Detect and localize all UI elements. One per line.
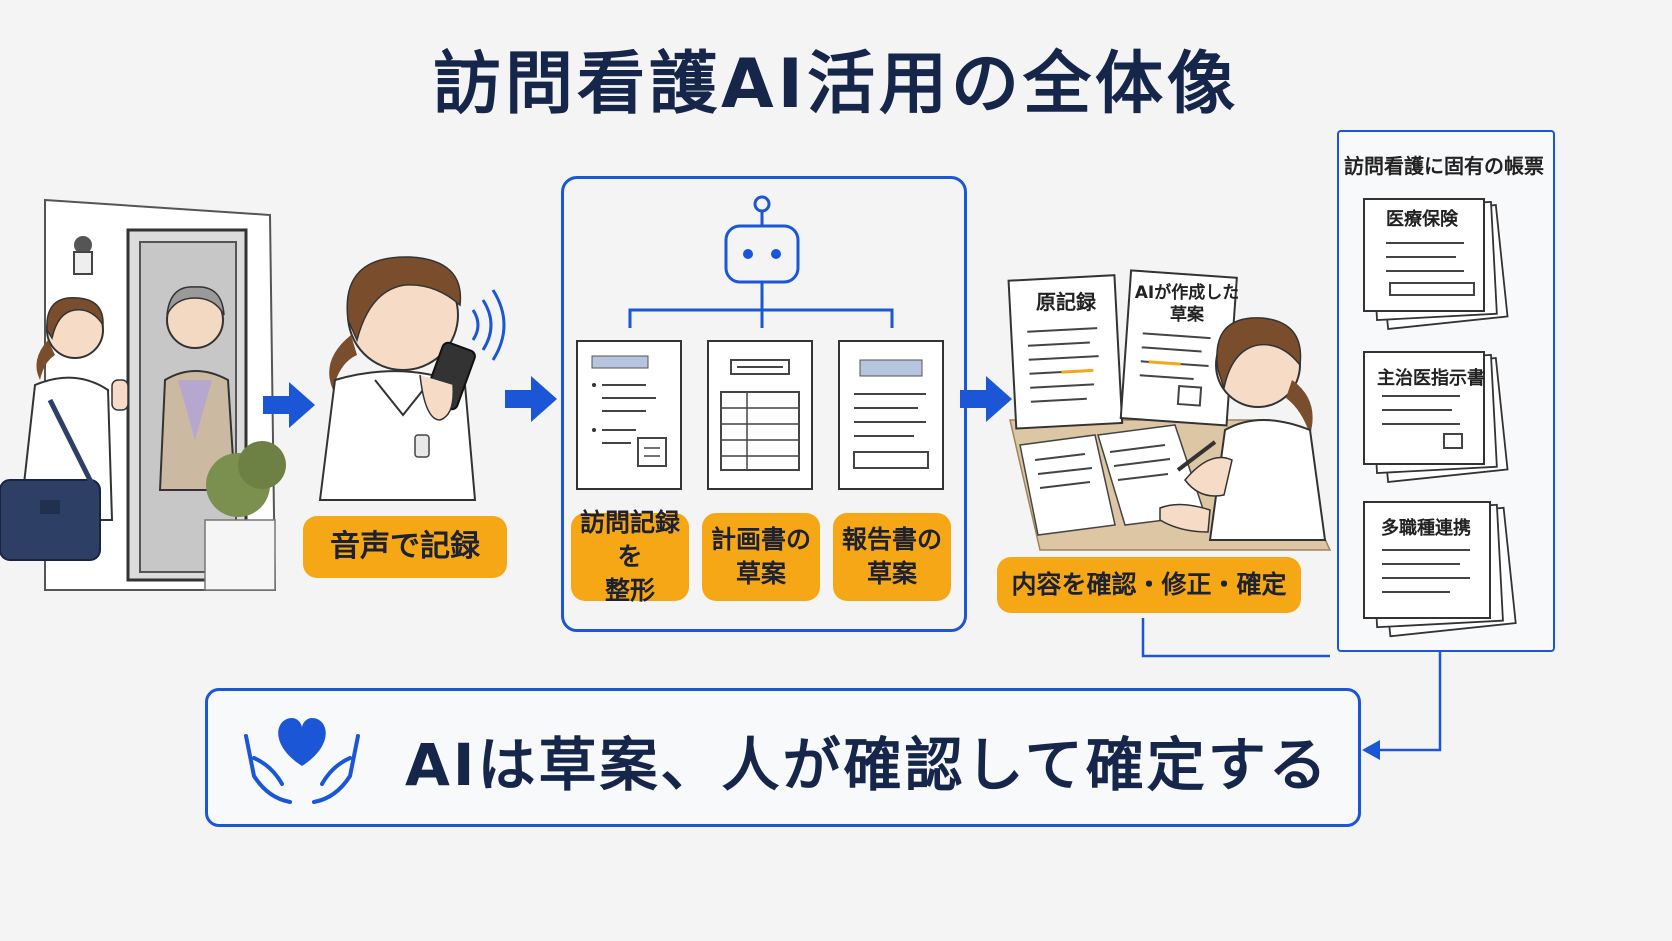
arrow-right-icon [960, 376, 1012, 422]
ai-output-label-report: 報告書の 草案 [833, 513, 951, 601]
form-stack-multidisciplinary [1363, 501, 1517, 638]
heart-hands-icon [244, 718, 360, 804]
voice-recording-illustration [318, 256, 506, 501]
ai-connector-lines [628, 282, 894, 328]
arrow-right-icon [505, 376, 557, 422]
ai-output-label-record: 訪問記録を 整形 [571, 508, 689, 605]
report-doc [838, 340, 944, 490]
robot-icon [724, 195, 800, 284]
review-confirm-label: 内容を確認・修正・確定 [997, 557, 1301, 613]
form-label-doctor-instruction: 主治医指示書 [1377, 368, 1485, 389]
ai-draft-label: AIが作成した 草案 [1134, 283, 1240, 326]
page-title: 訪問看護AI活用の全体像 [433, 45, 1239, 124]
formatted-record-doc [576, 340, 682, 490]
door-visit-illustration [0, 198, 286, 591]
form-stack-medical-insurance [1363, 198, 1509, 330]
form-label-multidisciplinary: 多職種連携 [1381, 518, 1471, 539]
forms-panel-title: 訪問看護に固有の帳票 [1344, 154, 1544, 178]
bottom-message-box [205, 688, 1361, 827]
original-record-label: 原記録 [1036, 290, 1096, 314]
voice-record-label: 音声で記録 [303, 516, 507, 578]
form-label-medical-insurance: 医療保険 [1386, 209, 1458, 230]
review-to-forms-connector [1141, 618, 1330, 658]
care-plan-doc [707, 340, 813, 490]
form-stack-doctor-instruction [1363, 351, 1509, 483]
forms-to-message-arrow [1362, 650, 1442, 760]
bottom-message: AIは草案、人が確認して確定する [405, 731, 1330, 799]
review-scene-illustration [1007, 269, 1332, 551]
ai-output-label-plan: 計画書の 草案 [702, 513, 820, 601]
arrow-right-icon [263, 382, 315, 428]
